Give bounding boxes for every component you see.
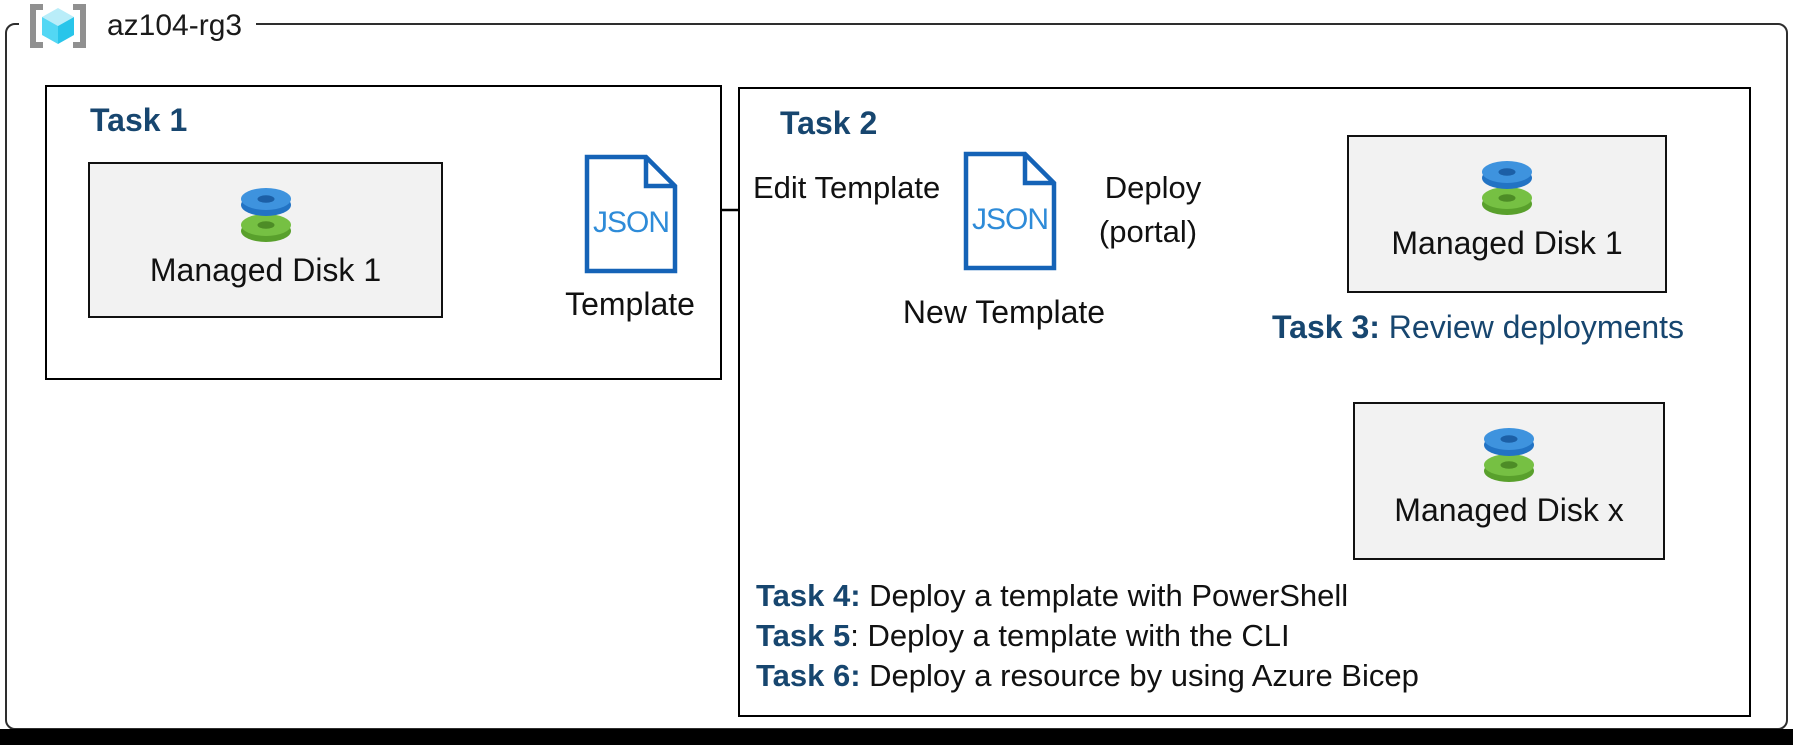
managed-disk1-label: Managed Disk 1 <box>149 252 382 288</box>
task-item: Task 4: Deploy a template with PowerShel… <box>756 576 1419 616</box>
json-doc-text: JSON <box>972 203 1048 236</box>
task-item-text: Deploy a resource by using Azure Bicep <box>860 658 1419 693</box>
task-item-prefix: Task 6: <box>756 658 861 693</box>
edit-template-label: Edit Template <box>753 170 941 205</box>
task-item-text: Deploy a template with PowerShell <box>860 578 1349 613</box>
managed-disk-icon <box>240 188 291 242</box>
json-template-icon: JSON <box>584 154 678 274</box>
managed-disk1-deployed-label: Managed Disk 1 <box>1391 225 1623 261</box>
managed-disk-icon <box>1482 161 1532 215</box>
task-item: Task 6: Deploy a resource by using Azure… <box>756 656 1419 696</box>
task1-title: Task 1 <box>90 102 188 138</box>
json-new-template-icon: JSON <box>963 151 1057 271</box>
task-item-prefix: Task 4: <box>756 578 861 613</box>
new-template-caption: New Template <box>902 294 1106 330</box>
task3-line: Task 3: Review deployments <box>1272 309 1684 346</box>
managed-disk1-deployed-box: Managed Disk 1 <box>1347 135 1667 293</box>
resource-group-icon <box>30 4 86 48</box>
portal-label: (portal) <box>1098 214 1198 249</box>
task-item: Task 5: Deploy a template with the CLI <box>756 616 1419 656</box>
managed-diskx-label: Managed Disk x <box>1394 492 1624 528</box>
resource-group-name: az104-rg3 <box>107 9 243 42</box>
bottom-edge-bar <box>0 729 1793 745</box>
json-doc-text: JSON <box>593 206 669 239</box>
template-caption: Template <box>565 286 695 322</box>
task-item-text: : Deploy a template with the CLI <box>850 618 1290 653</box>
task3-text: Review deployments <box>1379 309 1685 345</box>
managed-disk-icon <box>1484 428 1534 482</box>
resource-group-legend: az104-rg3 <box>19 1 257 51</box>
task3-prefix: Task 3: <box>1272 309 1380 345</box>
task-list: Task 4: Deploy a template with PowerShel… <box>756 576 1419 696</box>
deploy-label: Deploy <box>1104 170 1202 205</box>
task-item-prefix: Task 5 <box>756 618 851 653</box>
task2-title: Task 2 <box>780 105 878 141</box>
managed-diskx-box: Managed Disk x <box>1353 402 1665 560</box>
managed-disk1-box: Managed Disk 1 <box>88 162 443 318</box>
